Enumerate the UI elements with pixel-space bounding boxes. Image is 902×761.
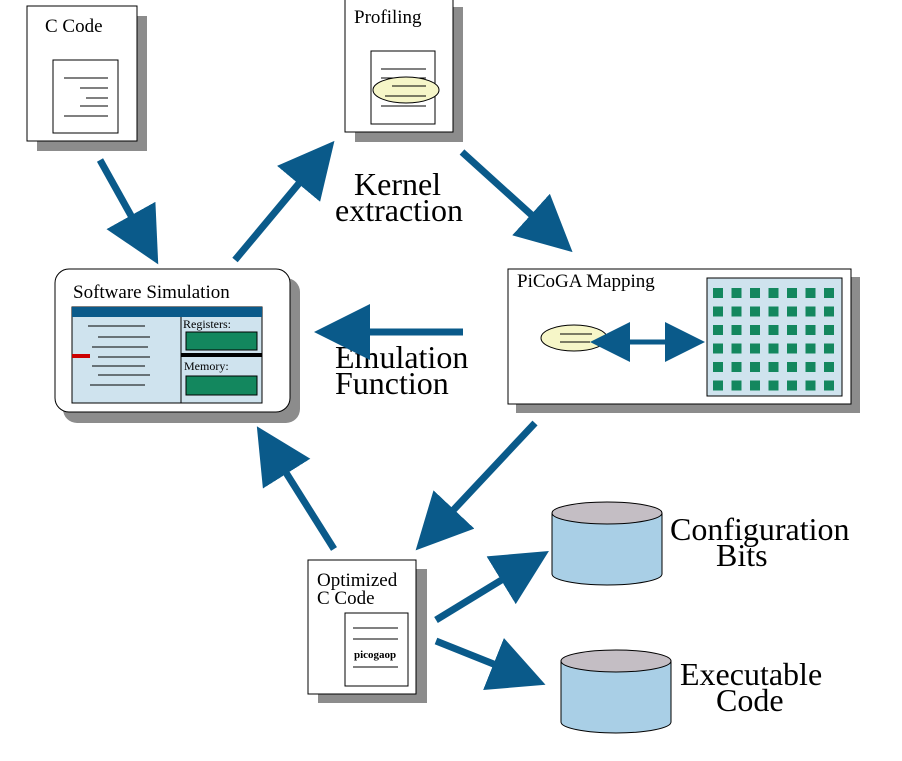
picoga-cell	[805, 343, 816, 354]
c-code-label: C Code	[45, 16, 103, 37]
picoga-cell	[824, 362, 834, 372]
optimized-c-code-label-line2: C Code	[317, 588, 375, 609]
sim-registers-label: Registers:	[183, 317, 231, 331]
picoga-cell	[787, 380, 797, 391]
picoga-cell	[787, 325, 797, 335]
picoga-cell	[805, 380, 816, 391]
software-simulation-label: Software Simulation	[73, 282, 230, 303]
profiling-doc-icon	[370, 50, 440, 125]
profiling-label: Profiling	[354, 7, 422, 28]
arrow-picoga-to-optimized	[415, 420, 538, 551]
picoga-cell	[731, 380, 742, 391]
picoga-cell	[824, 380, 834, 391]
picoga-cell	[713, 325, 723, 335]
arrow-optimized-to-config-bits	[434, 551, 549, 623]
picoga-cell	[787, 288, 797, 298]
sim-code-lines	[88, 325, 150, 386]
optimized-doc-icon: picogaop	[344, 612, 409, 687]
picoga-cell	[731, 306, 742, 317]
emulation-function-label-line2: Function	[335, 365, 449, 401]
arrow-profiling-to-picoga	[459, 149, 573, 253]
picoga-cell	[713, 362, 723, 372]
picoga-cell	[768, 306, 779, 317]
picoga-cell	[713, 343, 723, 354]
executable-code-label-line2: Code	[716, 682, 784, 718]
sim-divider	[181, 353, 262, 357]
optimized-c-code-label-line1: Optimized	[317, 570, 398, 591]
optimized-c-code-node: Optimized C Code picogaop	[307, 559, 427, 703]
c-code-node: C Code	[26, 5, 147, 151]
picoga-mapping-node: PiCoGA Mapping	[507, 268, 860, 413]
picoga-cell	[824, 306, 834, 317]
executable-code-label-line1: Executable	[680, 656, 822, 692]
profiling-node: Profiling	[344, 0, 463, 142]
arrow-optimized-to-simulation	[256, 426, 337, 551]
picoga-cell	[713, 380, 723, 391]
picoga-cell	[768, 325, 779, 335]
executable-code-cylinder	[560, 649, 672, 734]
picoga-cell	[787, 343, 797, 354]
picoga-cell	[731, 362, 742, 372]
configuration-bits-label-line2: Bits	[716, 537, 768, 573]
picoga-cell-grid	[713, 288, 834, 391]
configuration-bits-cylinder	[551, 501, 663, 586]
picoga-cell	[768, 380, 779, 391]
picoga-cell	[824, 325, 834, 335]
sim-memory-label: Memory:	[184, 359, 229, 373]
picoga-cell	[750, 380, 760, 391]
sim-window-titlebar	[72, 307, 262, 317]
sim-current-line-marker	[72, 354, 90, 358]
arrow-c-code-to-simulation	[96, 158, 159, 265]
profiling-kernel-highlight	[372, 76, 440, 104]
kernel-extraction-label-line1: Kernel	[354, 166, 441, 202]
picoga-cell	[805, 288, 816, 298]
software-simulation-node: Software Simulation Registers: Memory:	[54, 268, 300, 423]
picoga-cell	[768, 362, 779, 372]
c-code-doc-icon	[52, 59, 119, 134]
sim-memory-box	[185, 375, 258, 396]
picoga-cell	[750, 306, 760, 317]
picoga-cell	[768, 343, 779, 354]
picoga-cell	[731, 343, 742, 354]
picoga-mapping-label: PiCoGA Mapping	[517, 271, 655, 292]
picoga-cell	[805, 362, 816, 372]
picoga-cell	[787, 306, 797, 317]
picoga-cell	[731, 288, 742, 298]
picoga-cell	[713, 306, 723, 317]
flow-arrows	[96, 140, 573, 690]
picoga-cell	[824, 343, 834, 354]
arrow-simulation-to-profiling	[232, 140, 335, 263]
kernel-extraction-label-line2: extraction	[335, 192, 463, 228]
picoga-kernel-ellipse	[540, 324, 608, 352]
picoga-cell	[750, 288, 760, 298]
picoga-cell	[787, 362, 797, 372]
configuration-bits-label-line1: Configuration	[670, 511, 850, 547]
picoga-cell	[805, 306, 816, 317]
picoga-cell	[768, 288, 779, 298]
picoga-cell	[713, 288, 723, 298]
picoga-cell	[750, 325, 760, 335]
picoga-cell	[824, 288, 834, 298]
picogaop-label: picogaop	[354, 649, 396, 661]
picoga-cell	[731, 325, 742, 335]
picoga-cell	[750, 343, 760, 354]
sim-registers-box	[185, 331, 258, 351]
picoga-cell	[750, 362, 760, 372]
picoga-cell	[805, 325, 816, 335]
arrow-optimized-to-executable	[434, 637, 546, 690]
